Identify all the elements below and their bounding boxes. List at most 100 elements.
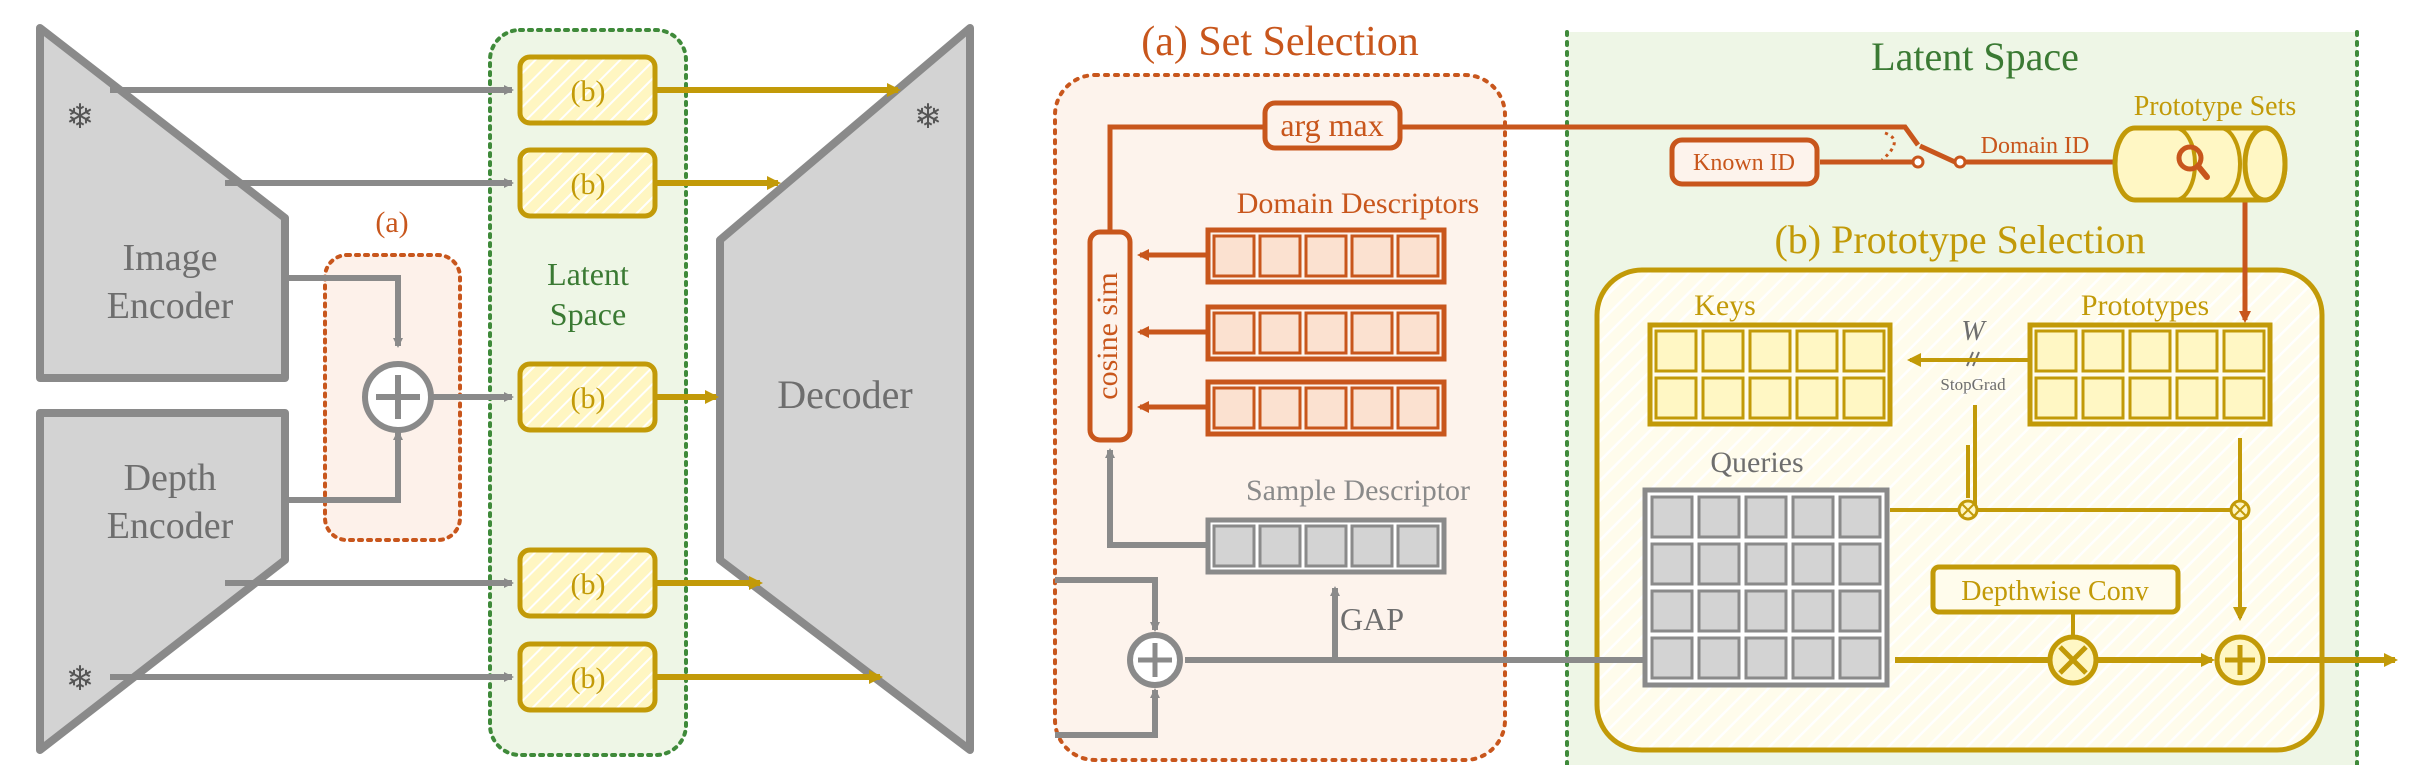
sample-descriptor-row: [1205, 517, 1447, 575]
sample-descriptor-label: Sample Descriptor: [1246, 474, 1470, 507]
queries-grid: [1642, 487, 1890, 688]
arg-max-box: arg max: [1262, 100, 1403, 151]
svg-text:(b): (b): [571, 382, 606, 415]
domain-descriptor-3-cell: [1258, 386, 1302, 430]
svg-text:(b): (b): [571, 168, 606, 201]
multiply-node: [2047, 634, 2099, 686]
queries-cell: [1744, 542, 1788, 586]
domain-descriptor-1-cell: [1212, 234, 1256, 278]
keys-cell: [1795, 376, 1839, 420]
domain-descriptor-1-cell: [1350, 234, 1394, 278]
snowflake-icon: ❄: [66, 99, 95, 136]
sample-descriptor-cell: [1350, 524, 1394, 568]
domain-descriptor-2-cell: [1304, 311, 1348, 355]
decoder-block: [716, 24, 974, 754]
add-node: [2214, 634, 2266, 686]
snowflake-icon: ❄: [66, 661, 95, 698]
queries-label: Queries: [1710, 446, 1803, 479]
w-label: W: [1961, 316, 1987, 347]
domain-descriptor-3-cell: [1350, 386, 1394, 430]
domain-descriptor-3-cell: [1396, 386, 1440, 430]
depthwise-conv-box: Depthwise Conv: [1930, 564, 2181, 615]
prototype-selection-title: (b) Prototype Selection: [1774, 217, 2145, 262]
prototypes-cell: [2081, 329, 2125, 373]
sample-descriptor-cell: [1212, 524, 1256, 568]
keys-cell: [1842, 376, 1886, 420]
keys-grid: [1647, 322, 1893, 427]
queries-cell: [1697, 589, 1741, 633]
depth-encoder-block: [36, 409, 289, 754]
queries-cell: [1838, 589, 1882, 633]
svg-text:Known ID: Known ID: [1693, 150, 1795, 176]
prototypes-cell: [2175, 329, 2219, 373]
depth-encoder-label-line1: Depth: [124, 457, 217, 499]
svg-text:(b): (b): [571, 662, 606, 695]
left-panel: Latent Space Image Encoder ❄ Depth Encod…: [36, 24, 974, 757]
prototype-block-5: (b): [517, 641, 658, 713]
search-icon: [2176, 144, 2210, 180]
prototypes-cell: [2081, 376, 2125, 420]
prototypes-cell: [2034, 329, 2078, 373]
keys-cell: [1654, 329, 1698, 373]
prototypes-label: Prototypes: [2081, 289, 2209, 322]
prototype-block-4: (b): [517, 547, 658, 619]
queries-cell: [1838, 495, 1882, 539]
domain-descriptors-label: Domain Descriptors: [1237, 187, 1479, 220]
svg-text:cosine sim: cosine sim: [1091, 272, 1124, 400]
prototypes-cell: [2034, 376, 2078, 420]
prototype-sets-database: [2112, 125, 2288, 203]
keys-cell: [1701, 329, 1745, 373]
right-panel: Latent Space (a) Set Selection (b) Proto…: [1053, 19, 2398, 765]
keys-cell: [1748, 329, 1792, 373]
domain-descriptor-1-cell: [1258, 234, 1302, 278]
queries-cell: [1650, 636, 1694, 680]
queries-cell: [1744, 636, 1788, 680]
prototypes-cell: [2222, 376, 2266, 420]
prototypes-product-node: [2229, 499, 2251, 521]
decoder-label: Decoder: [777, 372, 912, 417]
domain-descriptor-rows: [1205, 227, 1447, 437]
keys-label: Keys: [1694, 289, 1756, 322]
switch-contact: [1953, 155, 1967, 169]
prototype-sets-label: Prototype Sets: [2134, 91, 2297, 122]
queries-cell: [1838, 542, 1882, 586]
set-selection-orange-connections: [1107, 124, 2251, 413]
svg-text:(b): (b): [571, 75, 606, 108]
queries-cell: [1744, 589, 1788, 633]
set-selection-add-node: [1127, 632, 1183, 688]
domain-descriptor-3-cell: [1304, 386, 1348, 430]
queries-cell: [1650, 495, 1694, 539]
latent-space-label-line1: Latent: [547, 256, 629, 292]
prototypes-grid: [2027, 322, 2273, 427]
queries-cell: [1697, 542, 1741, 586]
decoder-connections: [655, 83, 901, 684]
stopgrad-label: StopGrad: [1940, 375, 2006, 394]
queries-cell: [1838, 636, 1882, 680]
svg-text:(b): (b): [571, 568, 606, 601]
fusion-label: (a): [375, 206, 408, 239]
domain-descriptor-3-cell: [1212, 386, 1256, 430]
known-id-box: Known ID: [1669, 137, 1820, 187]
keys-cell: [1748, 376, 1792, 420]
domain-descriptor-2-cell: [1212, 311, 1256, 355]
prototypes-cell: [2222, 329, 2266, 373]
prototypes-cell: [2128, 376, 2172, 420]
svg-text:Depthwise Conv: Depthwise Conv: [1961, 576, 2148, 607]
encoder-connections: [110, 85, 514, 682]
sample-descriptor-cell: [1304, 524, 1348, 568]
queries-cell: [1744, 495, 1788, 539]
snowflake-icon: ❄: [914, 99, 943, 136]
prototype-block-3: (b): [517, 361, 658, 433]
prototypes-cell: [2128, 329, 2172, 373]
sample-descriptor-cell: [1396, 524, 1440, 568]
cosine-sim-box: cosine sim: [1087, 229, 1133, 443]
latent-space-label-line2: Space: [550, 296, 626, 332]
svg-text:arg max: arg max: [1280, 107, 1383, 143]
switch-contact: [1911, 155, 1925, 169]
keys-cell: [1842, 329, 1886, 373]
keys-cell: [1654, 376, 1698, 420]
switch-arc: [1881, 131, 1896, 162]
image-encoder-label-line1: Image: [123, 237, 218, 279]
keys-cell: [1701, 376, 1745, 420]
